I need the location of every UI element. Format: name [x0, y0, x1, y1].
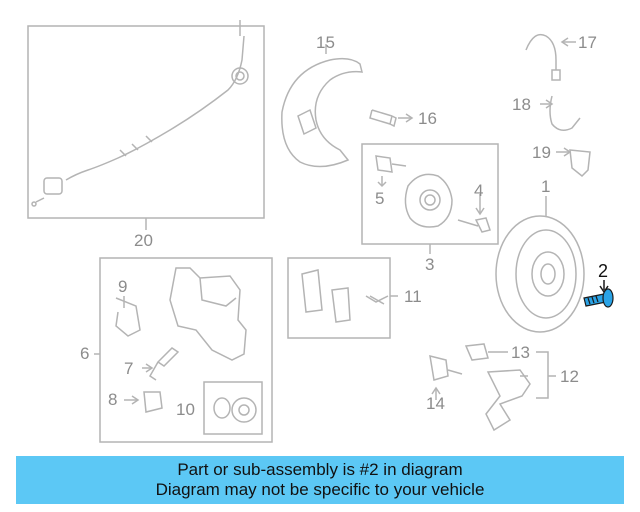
- callout-11: 11: [404, 287, 422, 306]
- guide-pin-7: [149, 347, 180, 381]
- cable-grommet: [231, 67, 249, 85]
- callout-5: 5: [375, 189, 385, 208]
- group-box-11: [287, 257, 391, 339]
- group-box-10: [203, 381, 263, 435]
- caliper-bracket: [485, 369, 531, 432]
- callout-12: 12: [560, 367, 579, 386]
- callout-14: 14: [426, 394, 445, 413]
- bolt-16: [369, 109, 397, 128]
- callout-15: 15: [316, 33, 335, 52]
- callout-17: 17: [578, 33, 597, 52]
- callout-6: 6: [80, 344, 90, 363]
- callout-1: 1: [541, 177, 551, 196]
- group-box-20: [27, 25, 265, 219]
- parts-diagram: [27, 20, 614, 443]
- callout-16: 16: [418, 109, 437, 128]
- callout-18: 18: [512, 95, 531, 114]
- bolt-14: [429, 354, 463, 381]
- caliper: [169, 267, 247, 361]
- sensor-cable: [65, 35, 245, 181]
- info-banner: Part or sub-assembly is #2 in diagram Di…: [16, 456, 624, 504]
- cap-8: [143, 391, 163, 413]
- spring-clip-9: [115, 297, 141, 337]
- brake-rotor: [495, 215, 585, 333]
- sensor-wire-18: [549, 95, 581, 131]
- highlighted-part-2: [583, 288, 614, 308]
- bushing-13: [464, 343, 489, 361]
- callout-4: 4: [474, 181, 484, 200]
- hub: [404, 173, 453, 228]
- callout-8: 8: [108, 390, 118, 409]
- callout-7: 7: [124, 359, 134, 378]
- callout-2[interactable]: 2: [598, 261, 609, 281]
- sensor-wire-17: [525, 33, 557, 70]
- banner-line-part: Part or sub-assembly is #2 in diagram: [177, 460, 463, 479]
- callout-10: 10: [176, 400, 195, 419]
- callout-19: 19: [532, 143, 551, 162]
- sensor-19: [569, 149, 591, 178]
- connector: [43, 177, 63, 195]
- callout-20: 20: [134, 231, 153, 250]
- clip: [119, 135, 153, 157]
- pad-left: [301, 269, 323, 313]
- bolt-4: [457, 217, 491, 233]
- banner-line-disclaimer: Diagram may not be specific to your vehi…: [155, 480, 485, 499]
- bolt-5: [375, 155, 407, 173]
- dust-shield: [281, 57, 363, 168]
- callout-9: 9: [118, 277, 128, 296]
- pad-right: [331, 287, 351, 323]
- group-box-6: [99, 257, 273, 443]
- callout-13: 13: [511, 343, 530, 362]
- callout-3: 3: [425, 255, 435, 274]
- clip-11: [365, 295, 389, 305]
